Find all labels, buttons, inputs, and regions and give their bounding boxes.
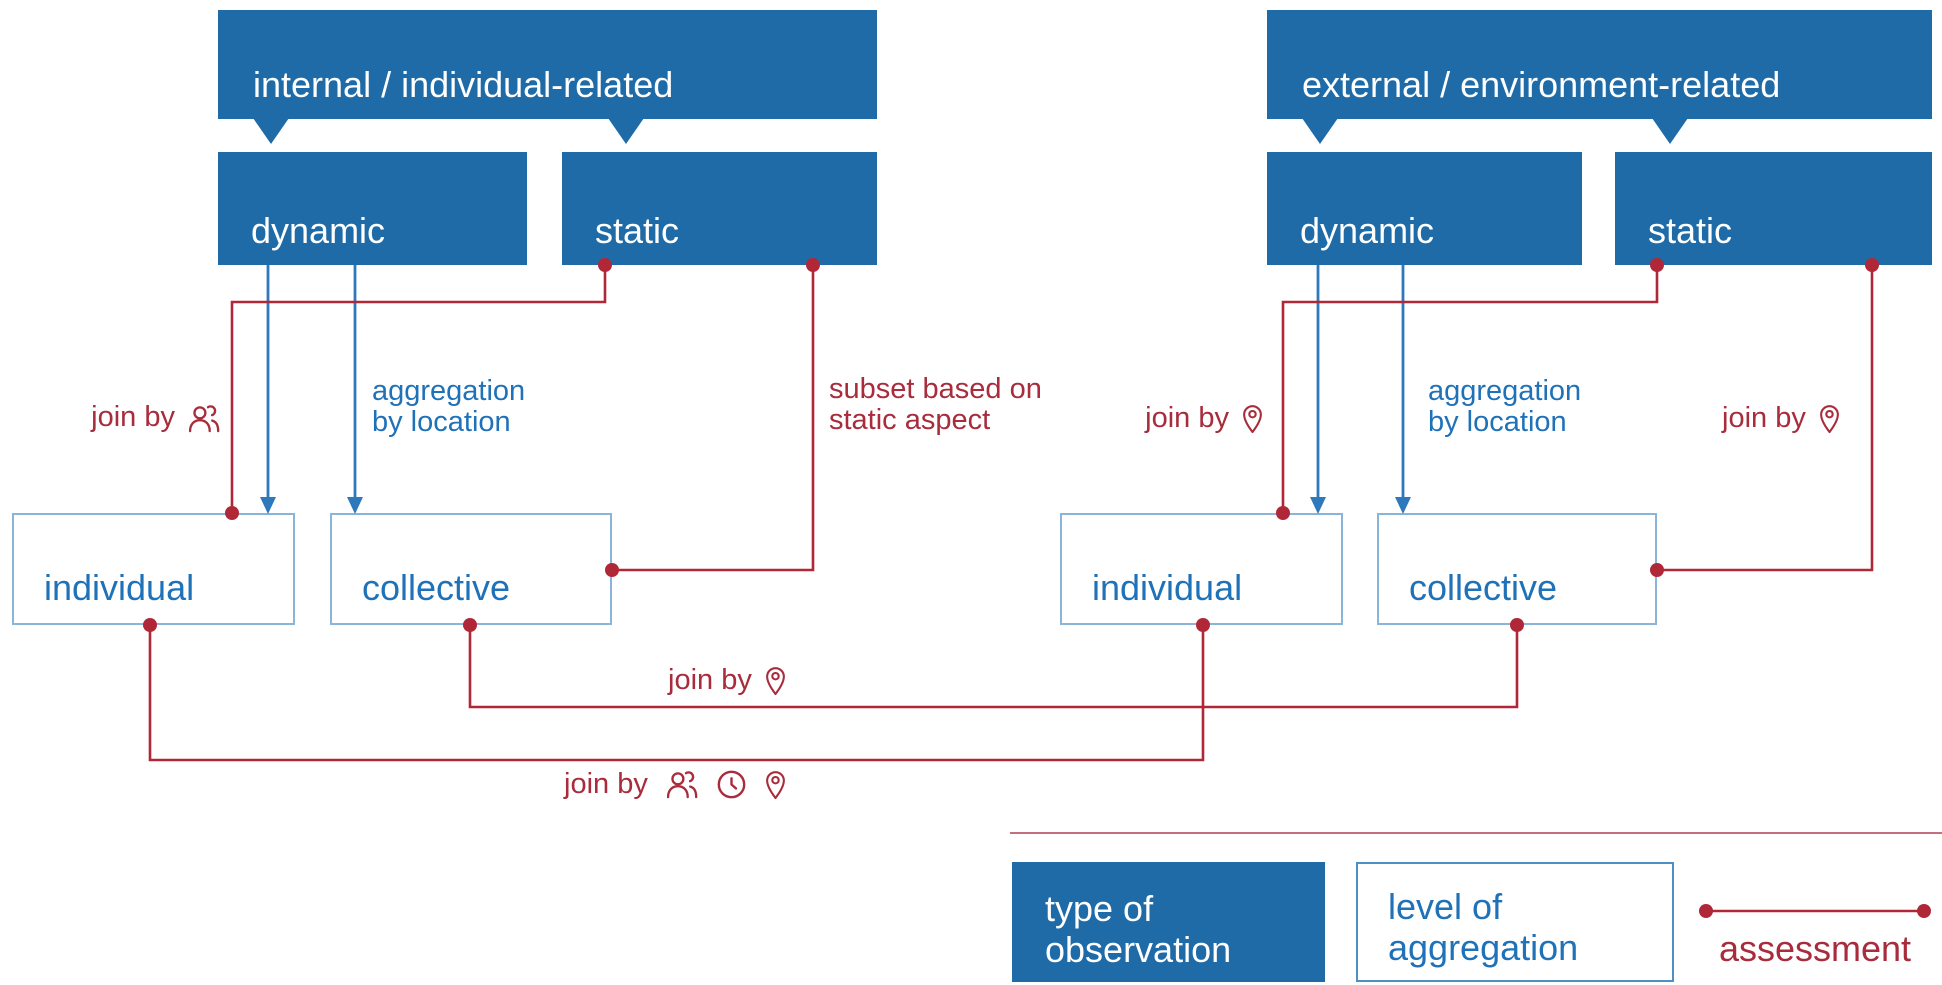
right-aggregation-label: aggregation by location (1428, 376, 1581, 438)
legend-type-of-observation-box: type of observation (1012, 862, 1325, 982)
right-header-pointers (1302, 118, 1688, 144)
right-static-box: static (1615, 152, 1932, 265)
left-blue-arrows (260, 265, 363, 514)
left-collective-box: collective (330, 513, 612, 625)
left-header-label: internal / individual-related (253, 64, 674, 106)
right-individual-box: individual (1060, 513, 1343, 625)
arrowhead (1395, 497, 1411, 514)
legend-assessment-label: assessment (1718, 928, 1912, 969)
left-collective-label: collective (362, 567, 511, 609)
left-static-box: static (562, 152, 877, 265)
left-header-box: internal / individual-related (218, 10, 877, 119)
join-by-text: join by (668, 663, 752, 696)
arrowhead (347, 497, 363, 514)
join-by-text: join by (564, 767, 648, 800)
right-join-by-location-mid-label: join by (1085, 402, 1265, 434)
aggregation-line2: by location (372, 406, 511, 438)
join-by-text: join by (91, 401, 175, 433)
right-collective-box: collective (1377, 513, 1657, 625)
arrowhead (260, 497, 276, 514)
location-pin-icon (763, 664, 788, 696)
right-static-label: static (1648, 210, 1733, 252)
location-pin-icon (763, 768, 788, 800)
aggregation-line1: aggregation (1428, 375, 1582, 407)
join-by-text: join by (1145, 401, 1229, 434)
right-dynamic-box: dynamic (1267, 152, 1582, 265)
right-dynamic-label: dynamic (1300, 210, 1435, 252)
right-header-label: external / environment-related (1302, 64, 1781, 106)
endpoint-dot (1917, 904, 1931, 918)
people-icon (664, 769, 700, 799)
left-dynamic-label: dynamic (251, 210, 386, 252)
aggregation-line1: aggregation (372, 375, 526, 407)
line-collective-join-collective (468, 625, 1519, 709)
location-pin-icon (1240, 402, 1265, 434)
endpoint-dot (1699, 904, 1713, 918)
legend-level-of-aggregation-box: level of aggregation (1356, 862, 1674, 982)
join-by-all-label: join by (564, 768, 788, 800)
location-pin-icon (1817, 402, 1842, 434)
subset-line1: subset based on (829, 373, 1042, 405)
left-individual-label: individual (44, 567, 195, 609)
right-join-by-location-far-label: join by (1722, 402, 1842, 434)
clock-icon (716, 769, 747, 800)
line-static-subset-collective (612, 265, 815, 572)
pointer-to-dynamic (253, 118, 289, 144)
left-dynamic-box: dynamic (218, 152, 527, 265)
aggregation-line2: by location (1428, 406, 1567, 438)
legend-type-label: type of observation (1045, 889, 1231, 970)
pointer-to-dynamic (1302, 118, 1338, 144)
left-static-label: static (595, 210, 680, 252)
legend-level-label: level of aggregation (1388, 887, 1578, 968)
left-aggregation-label: aggregation by location (372, 376, 525, 438)
legend-type-line2: observation (1045, 928, 1232, 970)
people-icon (186, 403, 222, 433)
arrowhead (1310, 497, 1326, 514)
pointer-to-static (1652, 118, 1688, 144)
legend-level-line2: aggregation (1388, 926, 1579, 968)
legend-type-line1: type of (1045, 888, 1154, 930)
right-individual-label: individual (1092, 567, 1243, 609)
right-header-box: external / environment-related (1267, 10, 1932, 119)
left-individual-box: individual (12, 513, 295, 625)
cross-red-connectors (143, 618, 1524, 762)
subset-line2: static aspect (829, 404, 991, 436)
join-by-text: join by (1722, 401, 1806, 434)
left-join-by-person-label: join by (40, 402, 222, 433)
join-by-location-bottom-label: join by (668, 664, 788, 696)
right-collective-label: collective (1409, 567, 1558, 609)
legend-level-line1: level of (1388, 886, 1503, 928)
left-header-pointers (253, 118, 644, 144)
pointer-to-static (608, 118, 644, 144)
right-blue-arrows (1310, 265, 1411, 514)
subset-label: subset based on static aspect (829, 374, 1042, 436)
